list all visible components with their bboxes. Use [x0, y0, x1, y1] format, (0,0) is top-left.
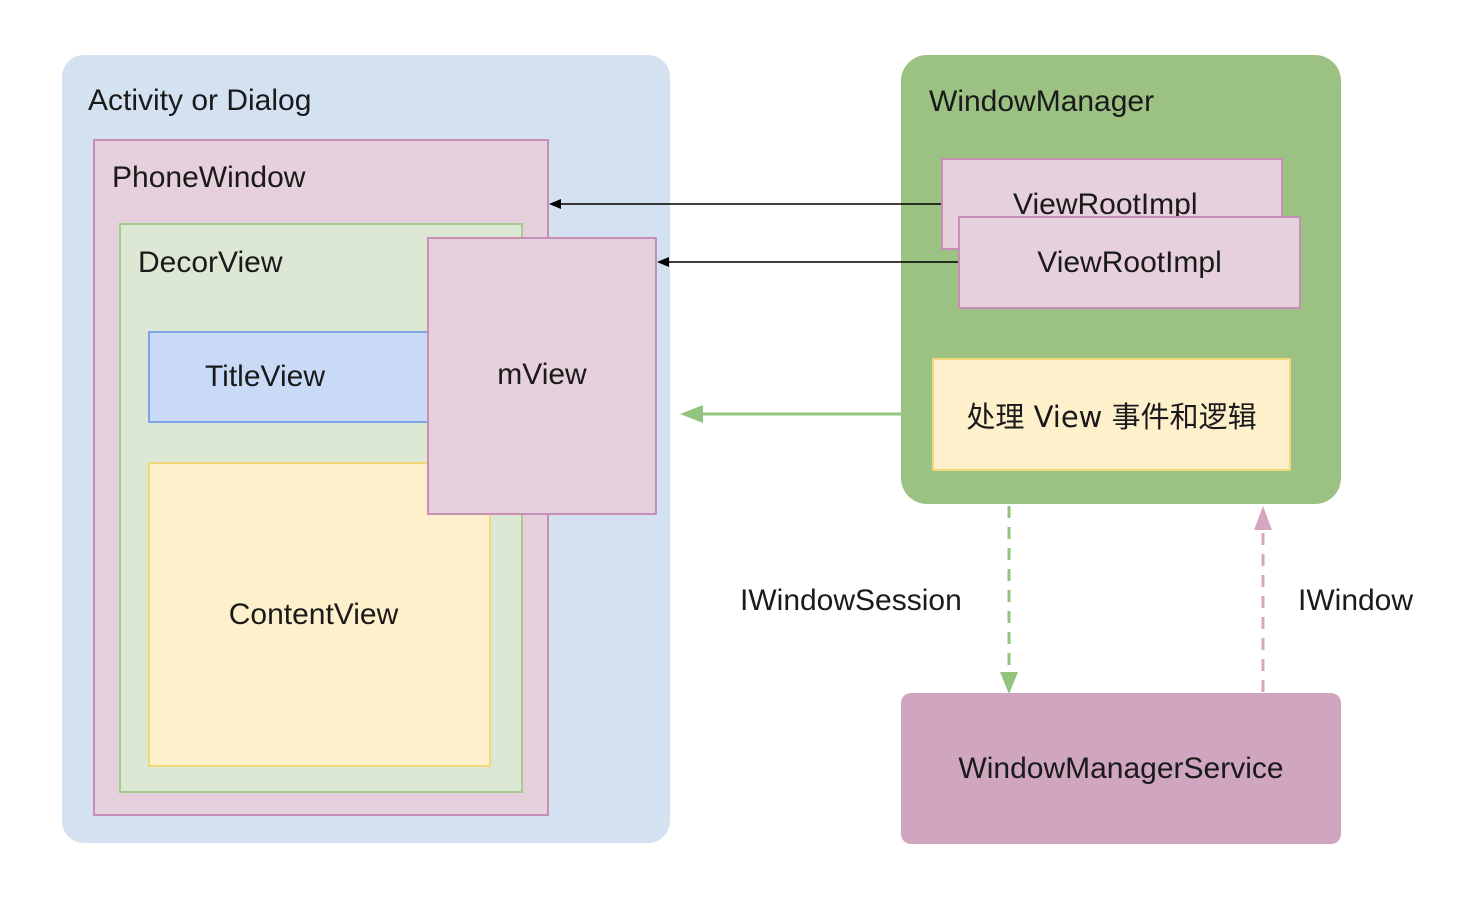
mview-box: mView	[427, 237, 657, 515]
activity-title: Activity or Dialog	[88, 84, 312, 117]
view-root-impl-front-box: ViewRootImpl	[958, 216, 1301, 309]
iwindow-label: IWindow	[1298, 584, 1414, 617]
window-manager-service-box: WindowManagerService	[901, 693, 1341, 844]
arrow-iwindow	[1254, 506, 1272, 692]
view-root-impl-front-label: ViewRootImpl	[1037, 245, 1222, 279]
phone-window-title: PhoneWindow	[112, 161, 306, 194]
view-root-impl-back-label: ViewRootImpl	[1013, 188, 1198, 221]
arrow-event-to-mview	[680, 405, 901, 423]
title-view-box: TitleView	[148, 331, 438, 423]
window-manager-title: WindowManager	[929, 85, 1155, 118]
content-view-label: ContentView	[228, 597, 399, 631]
arrow-iwindow-session	[1000, 506, 1018, 694]
title-view-label: TitleView	[204, 360, 326, 393]
iwindow-session-label: IWindowSession	[740, 584, 962, 617]
decor-view-title: DecorView	[138, 246, 283, 279]
mview-label: mView	[497, 357, 587, 391]
view-event-logic-label: 处理 View 事件和逻辑	[966, 399, 1257, 434]
window-manager-service-label: WindowManagerService	[958, 751, 1284, 785]
view-event-logic-box: 处理 View 事件和逻辑	[932, 358, 1291, 471]
